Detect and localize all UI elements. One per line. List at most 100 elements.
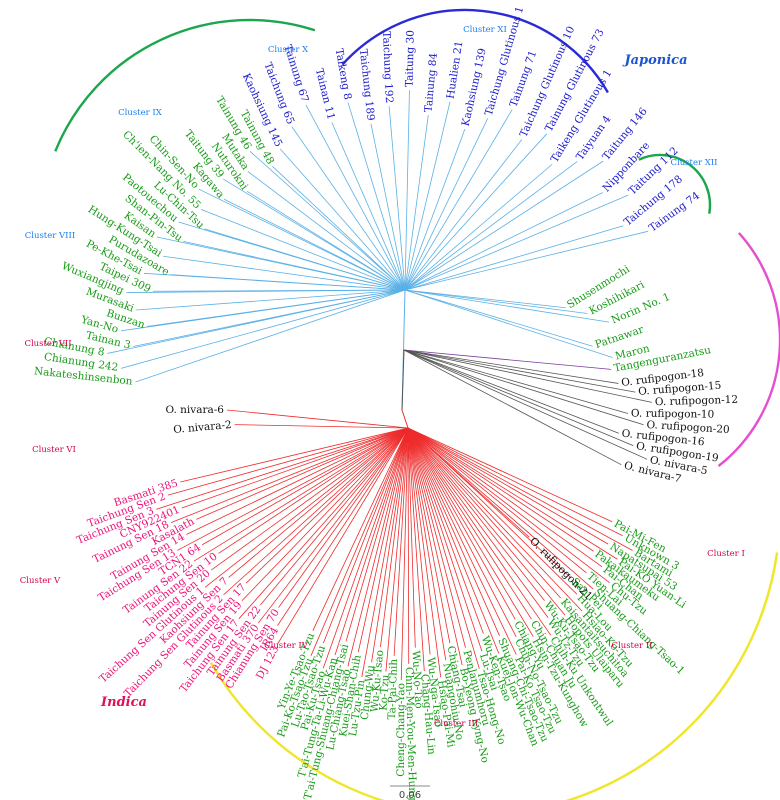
leaf-label: O. rufipogon-12 xyxy=(655,394,739,409)
branch xyxy=(404,289,593,347)
branch xyxy=(407,427,594,590)
branch xyxy=(407,427,587,574)
branch xyxy=(404,118,489,291)
branch xyxy=(310,427,409,656)
branch xyxy=(357,427,409,653)
leaf-label: Taichung 189 xyxy=(357,48,377,121)
branch xyxy=(278,427,409,608)
branch xyxy=(223,198,406,291)
group-label: Japonica xyxy=(621,53,687,68)
branch xyxy=(291,126,406,291)
branch xyxy=(407,427,483,652)
branch xyxy=(407,427,442,678)
branch xyxy=(407,427,545,601)
group-label: Indica xyxy=(100,695,147,710)
branch xyxy=(407,427,552,636)
branch xyxy=(279,148,406,291)
leaf-label: Wu-No-Tao xyxy=(409,650,424,709)
branch xyxy=(277,427,409,626)
leaf-label: Ta-Pai-Chih xyxy=(386,658,400,719)
branch xyxy=(403,349,636,393)
branch xyxy=(404,101,451,291)
branch xyxy=(407,427,603,567)
branch xyxy=(407,427,517,655)
leaf-label: Wu-Ku-Tsao xyxy=(369,649,387,712)
branch xyxy=(177,427,409,551)
branch xyxy=(234,424,409,429)
branch xyxy=(404,90,410,291)
cluster-label: Cluster II xyxy=(612,641,653,651)
branch xyxy=(385,427,409,672)
leaf-label: O. nivara-6 xyxy=(166,404,225,416)
branch xyxy=(404,192,603,291)
cluster-label: Cluster III xyxy=(434,719,478,729)
cluster-label: Cluster VI xyxy=(32,445,76,455)
branch xyxy=(407,427,609,545)
branch xyxy=(407,427,618,560)
branch xyxy=(323,427,409,644)
branch xyxy=(393,427,409,656)
branch xyxy=(345,427,409,642)
branch xyxy=(167,427,409,496)
branch xyxy=(204,427,409,588)
branch xyxy=(407,427,484,634)
branch xyxy=(334,427,409,656)
branch xyxy=(404,133,548,291)
branch xyxy=(403,349,648,460)
backbone-branch-wild xyxy=(401,349,405,411)
branch xyxy=(407,427,594,552)
cluster-arc xyxy=(717,232,780,468)
branch xyxy=(404,161,578,291)
branch xyxy=(245,427,409,584)
branch xyxy=(404,139,523,291)
scale-bar-label: 0.06 xyxy=(399,790,421,800)
leaf-label: Taitung 30 xyxy=(404,30,417,87)
branch xyxy=(272,166,406,291)
leaf-label: Cheng-Chang-Yao xyxy=(395,683,407,777)
leaf-label: Tainung 84 xyxy=(423,52,440,113)
branch xyxy=(404,194,629,291)
branch xyxy=(183,241,406,291)
branch xyxy=(404,109,513,291)
branch xyxy=(407,427,532,620)
branch xyxy=(180,427,409,483)
branch xyxy=(403,349,629,414)
branch xyxy=(407,427,416,648)
branch xyxy=(186,427,409,535)
branch xyxy=(407,427,447,661)
branch xyxy=(404,225,624,291)
branch xyxy=(407,427,431,655)
leaf-label: Kaohsiung 139 xyxy=(460,47,489,127)
branch xyxy=(404,289,610,323)
branch xyxy=(331,122,406,291)
cluster-label: Cluster IV xyxy=(264,641,309,651)
branch xyxy=(218,427,409,554)
branch xyxy=(361,427,409,678)
branch xyxy=(277,427,409,645)
branch xyxy=(403,349,619,384)
branch xyxy=(152,289,406,292)
branch xyxy=(403,349,634,446)
branch xyxy=(347,102,406,291)
branch xyxy=(400,427,409,681)
branch xyxy=(388,106,406,291)
branch xyxy=(407,427,610,584)
cluster-label: Cluster VIII xyxy=(25,231,75,241)
branch xyxy=(404,160,604,291)
branch xyxy=(170,274,406,291)
leaf-label: O. rufipogon-10 xyxy=(631,407,714,420)
branch xyxy=(404,163,553,291)
branch xyxy=(407,427,561,599)
cluster-label: Cluster IX xyxy=(118,108,163,118)
branch xyxy=(403,349,612,370)
branch xyxy=(133,289,406,347)
branch xyxy=(407,427,578,595)
cluster-arc xyxy=(341,8,609,94)
branch xyxy=(260,427,409,606)
scale-bar: 0.06 xyxy=(390,785,430,800)
cluster-arc xyxy=(209,552,779,800)
leaf-label: Tainan 11 xyxy=(313,67,337,121)
branch xyxy=(193,427,409,562)
